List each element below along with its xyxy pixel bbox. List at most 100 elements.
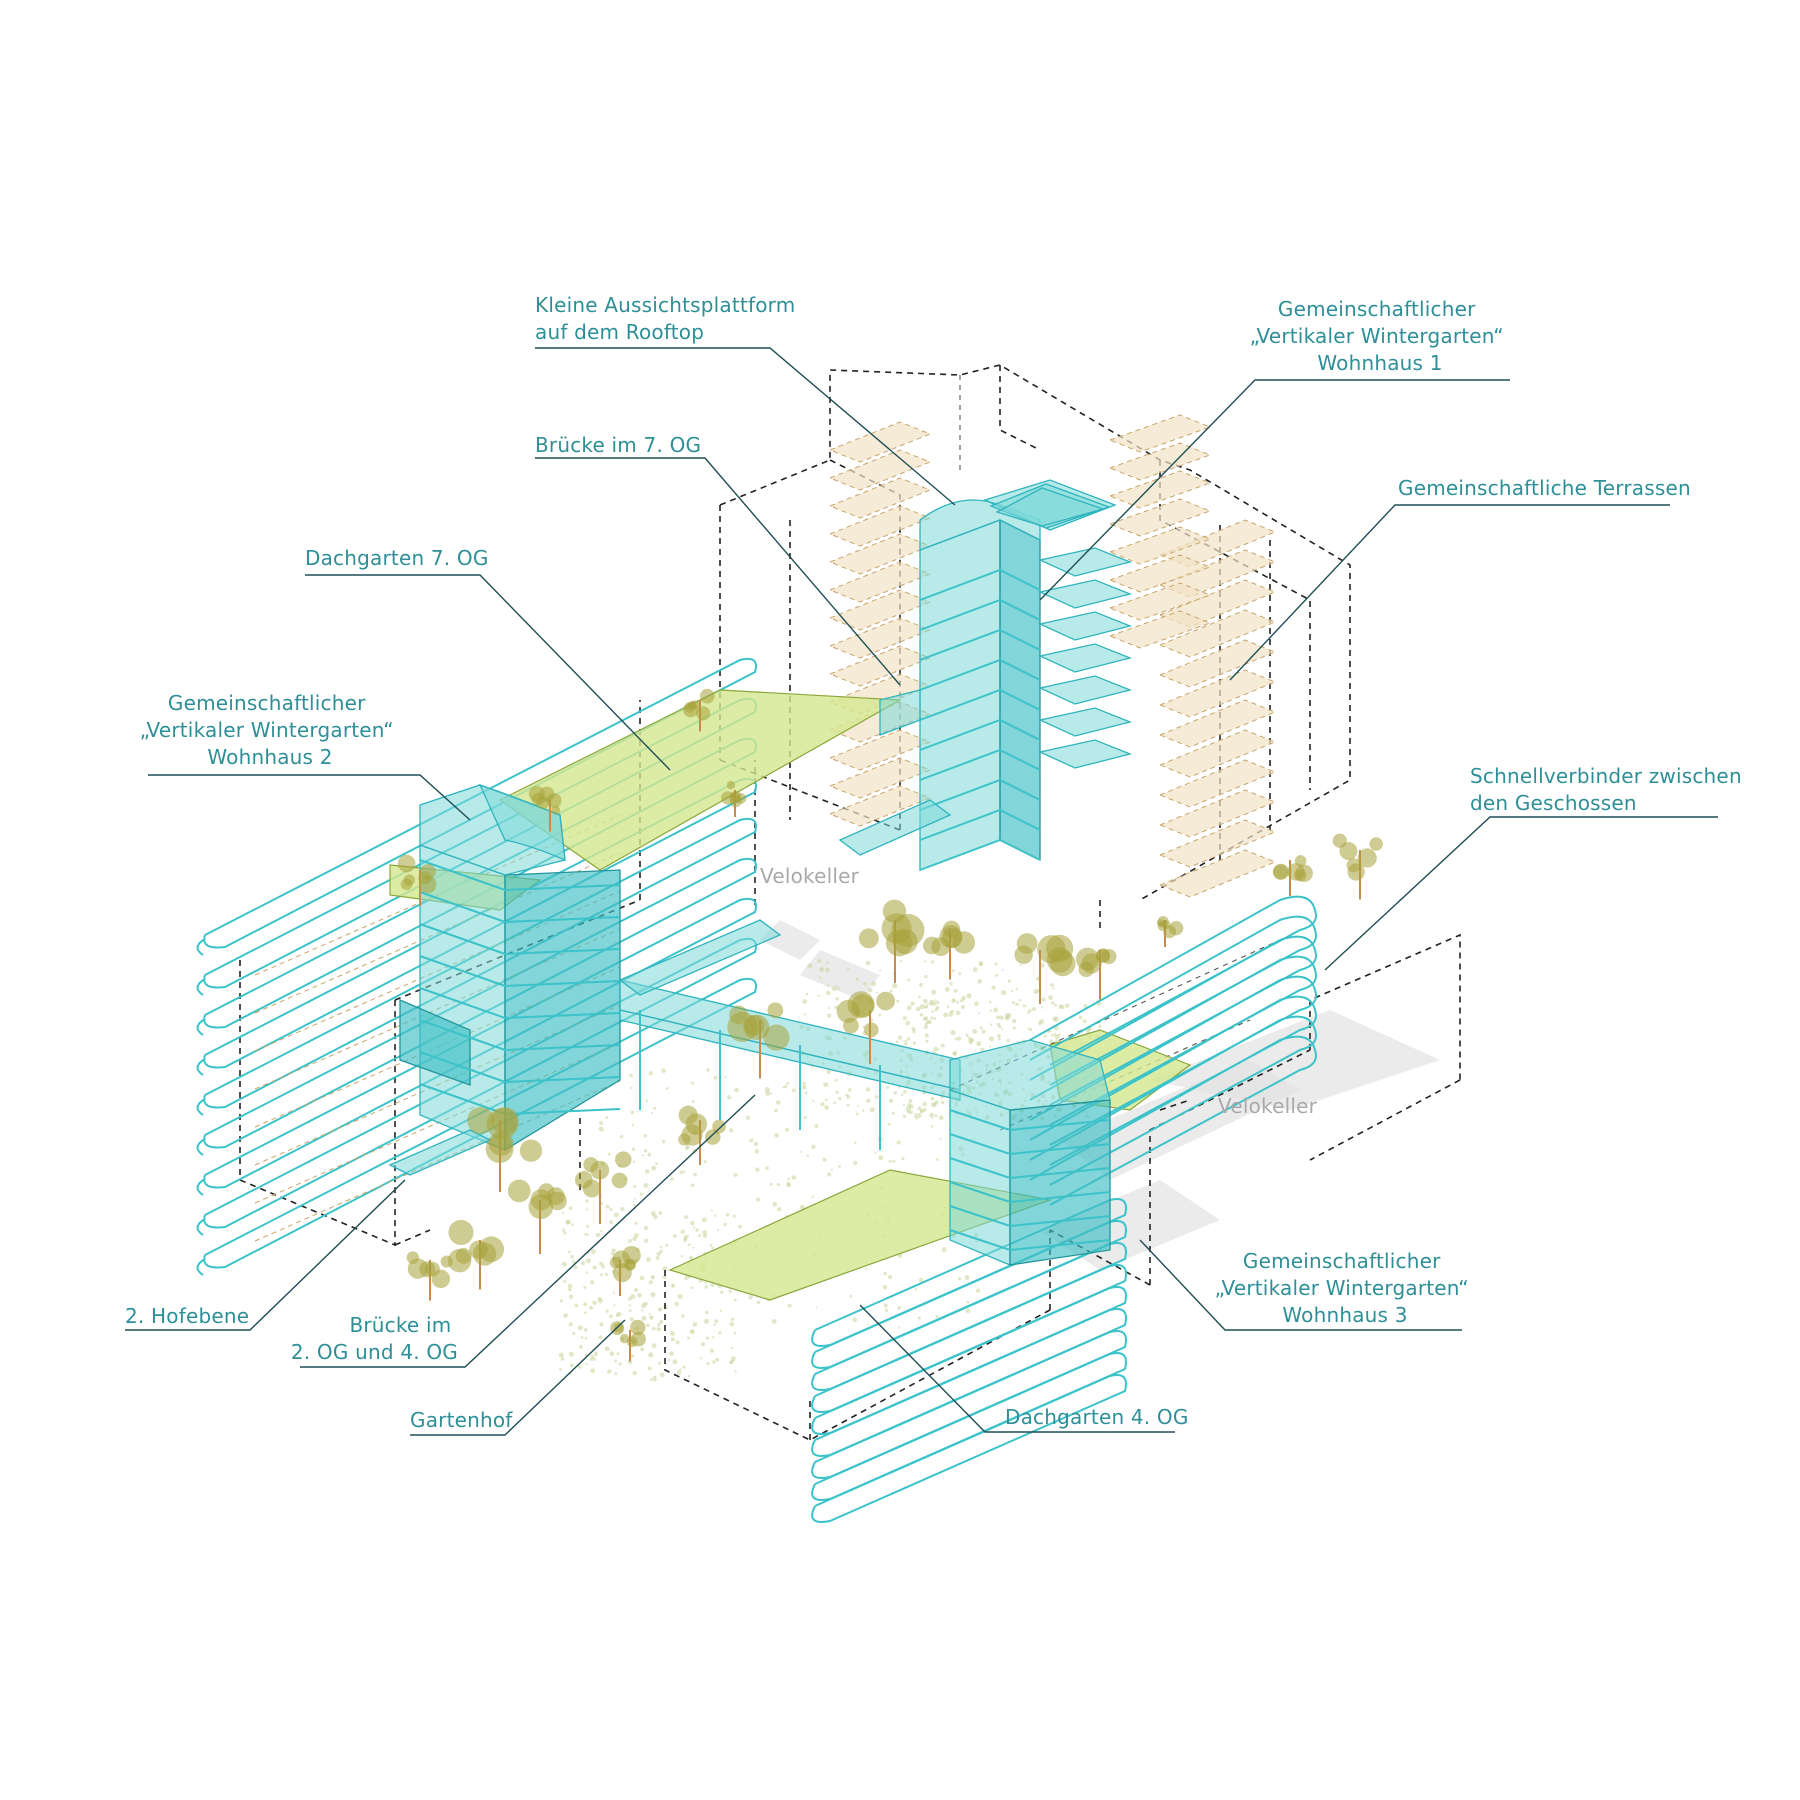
garden-speck <box>637 1292 642 1298</box>
garden-speck <box>940 1043 945 1048</box>
garden-speck <box>590 1249 596 1255</box>
garden-speck <box>592 1265 597 1270</box>
garden-speck <box>823 1082 829 1088</box>
garden-speck <box>1007 979 1011 983</box>
garden-speck <box>909 1110 913 1115</box>
floor-ribbon <box>203 817 757 1109</box>
terrace-slab <box>828 505 932 547</box>
garden-speck <box>989 1009 992 1012</box>
garden-speck <box>786 1082 790 1085</box>
garden-speck <box>865 1087 871 1092</box>
garden-speck <box>897 1305 902 1310</box>
tree-foliage <box>743 1014 765 1036</box>
garden-speck <box>713 1075 718 1080</box>
garden-speck <box>645 1257 651 1262</box>
garden-speck <box>807 963 813 969</box>
garden-speck <box>1041 997 1046 1002</box>
garden-speck <box>853 1160 858 1166</box>
garden-speck <box>817 958 822 963</box>
garden-speck <box>935 1000 940 1005</box>
garden-speck <box>563 1279 567 1283</box>
garden-speck <box>804 1091 808 1095</box>
garden-speck <box>819 966 825 972</box>
terrace-ring <box>1037 675 1133 705</box>
garden-speck <box>822 1157 827 1162</box>
garden-speck <box>683 1236 687 1240</box>
floor-slab <box>919 628 1041 661</box>
tree-foliage <box>420 863 436 880</box>
garden-speck <box>723 1222 727 1227</box>
garden-speck <box>585 1258 591 1264</box>
leader-wintergarten-1 <box>1039 379 1510 601</box>
leader-bruecke-7og <box>535 457 901 686</box>
garden-speck <box>924 1033 929 1038</box>
garden-speck <box>818 976 822 979</box>
garden-speck <box>584 1337 588 1340</box>
garden-speck <box>918 1277 924 1283</box>
garden-speck <box>811 1144 816 1150</box>
garden-speck <box>1054 1032 1057 1035</box>
garden-speck <box>924 960 927 963</box>
garden-speck <box>643 1134 648 1138</box>
floor-slab <box>419 987 621 1020</box>
garden-speck <box>585 1199 589 1203</box>
garden-speck <box>1031 1007 1036 1012</box>
garden-speck <box>915 1006 921 1012</box>
garden-speck <box>657 1308 661 1312</box>
garden-speck <box>770 1092 773 1095</box>
garden-speck <box>609 1220 614 1225</box>
garden-speck <box>884 1308 889 1313</box>
floor-ribbon <box>811 1352 1127 1501</box>
garden-speck <box>733 1331 737 1335</box>
garden-speck <box>720 1290 724 1294</box>
tree-foliage <box>941 927 963 948</box>
leader-dachgarten-4og <box>859 1304 1175 1433</box>
floor-slab <box>949 1133 1111 1156</box>
garden-speck <box>585 1224 590 1229</box>
garden-speck <box>710 1209 713 1212</box>
garden-speck <box>710 1283 715 1288</box>
garden-speck <box>948 1012 954 1017</box>
garden-speck <box>651 1326 656 1331</box>
garden-speck <box>802 999 808 1004</box>
garden-speck <box>702 1230 708 1235</box>
garden-speck <box>838 1096 842 1101</box>
garden-speck <box>690 1221 695 1226</box>
garden-speck <box>1053 1016 1059 1022</box>
garden-speck <box>997 1034 1001 1038</box>
garden-speck <box>951 998 956 1004</box>
garden-speck <box>701 1217 707 1223</box>
tree-foliage <box>590 1160 610 1180</box>
tree-foliage <box>687 700 697 710</box>
garden-speck <box>585 1271 589 1274</box>
garden-speck <box>711 1246 715 1250</box>
garden-speck <box>1019 963 1022 967</box>
garden-speck <box>806 1154 810 1158</box>
garden-speck <box>906 1037 911 1041</box>
garden-speck <box>653 1214 658 1220</box>
garden-speck <box>574 1303 579 1308</box>
garden-speck <box>632 1160 636 1163</box>
garden-speck <box>1015 987 1019 991</box>
garden-speck <box>620 1206 625 1212</box>
garden-speck <box>1036 989 1040 993</box>
tree-foliage <box>763 1024 790 1051</box>
floor-slab <box>919 718 1041 751</box>
garden-speck <box>706 1068 710 1072</box>
garden-speck <box>826 1069 831 1074</box>
garden-speck <box>1054 1003 1058 1007</box>
tree-foliage <box>625 1258 637 1270</box>
garden-speck <box>685 1146 689 1151</box>
garden-speck <box>923 999 928 1004</box>
garden-speck <box>812 1099 815 1103</box>
garden-speck <box>649 1315 654 1320</box>
garden-speck <box>593 1351 598 1357</box>
garden-speck <box>569 1294 574 1299</box>
label-wintergarten-1: Gemeinschaftlicher „Vertikaler Wintergar… <box>1250 297 1511 375</box>
terrace-slab <box>828 533 932 575</box>
garden-speck <box>640 1347 645 1352</box>
garden-speck <box>930 1125 934 1128</box>
garden-speck <box>711 1336 715 1339</box>
garden-speck <box>994 962 998 966</box>
terrace-slab <box>1108 470 1212 509</box>
